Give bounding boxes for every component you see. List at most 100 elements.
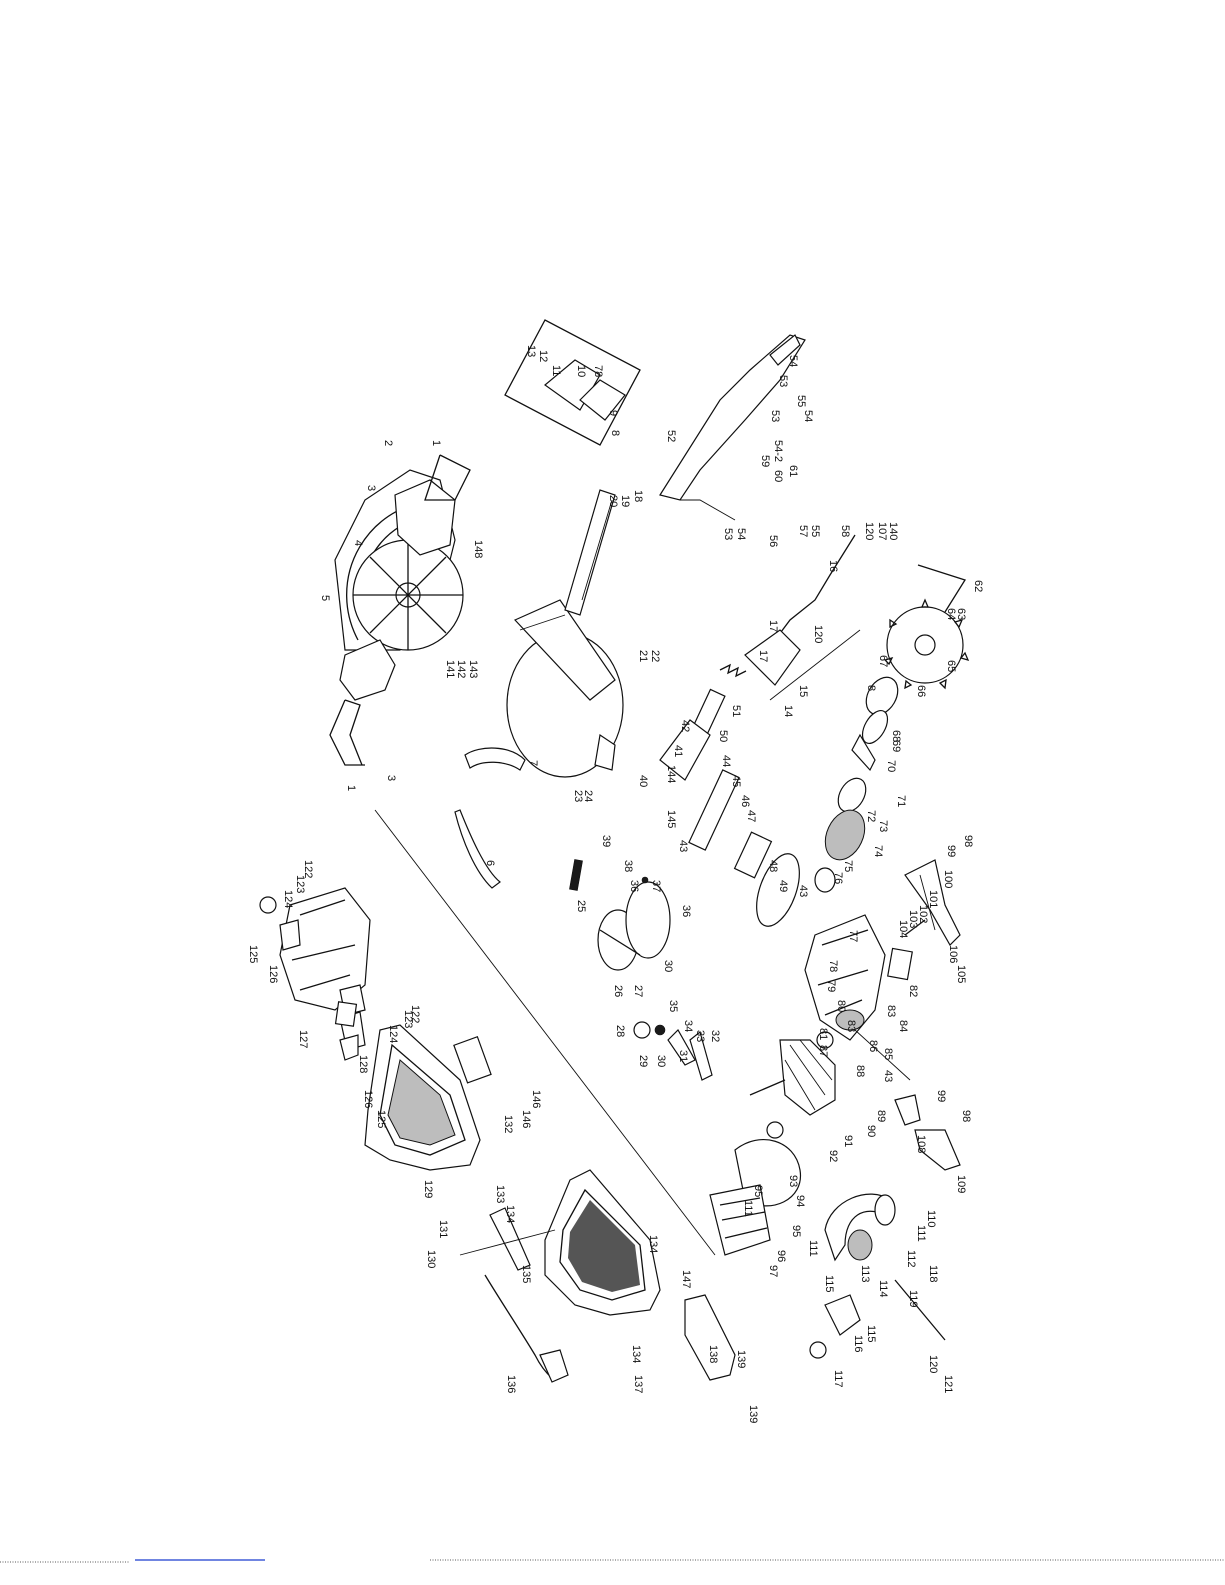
plug [539,1349,569,1383]
part-number-label: 103 [907,910,919,928]
part-number-label: 114 [877,1280,889,1298]
cord-guard-135 [489,1207,531,1271]
part-number-label: 131 [437,1220,449,1238]
part-number-label: 102 [917,905,929,923]
stator [709,1184,771,1256]
part-number-label: 54 [802,410,814,422]
part-number-label: 35 [667,1000,679,1012]
part-number-label: 25 [575,900,587,912]
part-number-label: 53 [769,410,781,422]
part-number-label: 20 [607,495,619,507]
part-number-label: 115 [823,1275,835,1293]
fence-arc-upper [464,747,526,771]
part-number-label: 116 [852,1335,864,1353]
part-number-label: 61 [787,465,799,477]
part-number-label: 50 [717,730,729,742]
part-number-label: 133 [494,1185,506,1203]
part-number-label: 134 [504,1205,516,1223]
part-number-label: 130 [425,1250,437,1268]
inset-detail-box [504,319,641,446]
handle-housing [364,1024,481,1171]
part-number-label: 88 [854,1065,866,1077]
part-number-label: 105 [955,965,967,983]
part-number-label: 1 [345,785,357,791]
part-number-label: 82 [907,985,919,997]
part-number-label: 1 [430,440,442,446]
part-number-label: 106 [947,945,959,963]
part-number-label: 43 [797,885,809,897]
part-number-label: 77 [847,930,859,942]
part-number-label: 53 [777,375,789,387]
part-number-label: 64 [945,608,957,620]
part-number-label: 146 [530,1090,542,1108]
part-number-label: 91 [842,1135,854,1147]
part-number-label: 60 [772,470,784,482]
part-number-label: 38 [622,860,634,872]
part-number-label: 70 [885,760,897,772]
part-number-label: 141 [444,660,456,678]
part-number-label: 44 [720,755,732,767]
part-number-label: 40 [637,775,649,787]
part-number-label: 17 [757,650,769,662]
part-number-label: 2 [382,440,394,446]
part-number-label: 41 [672,745,684,757]
diagram-drawing [259,319,970,1383]
part-number-label: 71 [895,795,907,807]
part-number-label: 113 [859,1265,871,1283]
part-number-label: 120 [812,625,824,643]
part-number-label: 45 [730,775,742,787]
footer-rules [0,1559,1225,1563]
part-number-label: 3 [385,775,397,781]
part-number-label: 86 [867,1040,879,1052]
part-number-label: 134 [647,1235,659,1253]
part-number-label: 42 [679,720,691,732]
part-number-label: 104 [897,920,909,938]
part-number-label: 54 [787,355,799,367]
part-number-label: 54 [735,528,747,540]
part-number-label: 115 [865,1325,877,1343]
part-number-label: 22 [649,650,661,662]
part-number-label: 97 [767,1265,779,1277]
part-number-label: 18 [632,490,644,502]
part-number-label: 32 [709,1030,721,1042]
power-cord [484,1274,553,1379]
part-number-label: 55 [795,395,807,407]
part-number-label: 144 [665,765,677,783]
rail-part [564,489,616,616]
handle-u-left [329,699,365,766]
part-number-label: 30 [662,960,674,972]
part-number-label: 48 [767,860,779,872]
part-number-label: 16 [827,560,839,572]
part-number-label: 19 [619,495,631,507]
part-number-label: 89 [875,1110,887,1122]
part-number-label: 51 [730,705,742,717]
part-number-label: 122 [409,1005,421,1023]
part-number-label: 127 [297,1030,309,1048]
part-number-label: 132 [502,1115,514,1133]
part-number-label: 3 [365,485,377,491]
allen-key [917,564,966,613]
part-number-label: 7 [527,760,539,766]
part-number-label: 57 [797,525,809,537]
part-number-label: 124 [387,1025,399,1043]
part-number-label: 13 [525,345,537,357]
part-number-label: 55 [809,525,821,537]
part-number-label: 136 [505,1375,517,1393]
part-number-label: 8 [865,685,877,691]
bracket-138 [684,1294,736,1381]
plate-49 [756,853,800,927]
arm-housing [597,876,671,971]
rod-121 [894,1279,946,1341]
part-number-label: 99 [935,1090,947,1102]
part-number-label: 145 [665,810,677,828]
part-number-label: 135 [520,1265,532,1283]
part-number-label: 36 [628,880,640,892]
part-number-label: 117 [832,1370,844,1388]
pivot-bracket [659,719,711,781]
part-number-label: 52 [665,430,677,442]
part-number-label: 95 [790,1225,802,1237]
part-number-label: 72 [865,810,877,822]
part-number-label: 43 [882,1070,894,1082]
part-number-label: 142 [455,660,467,678]
